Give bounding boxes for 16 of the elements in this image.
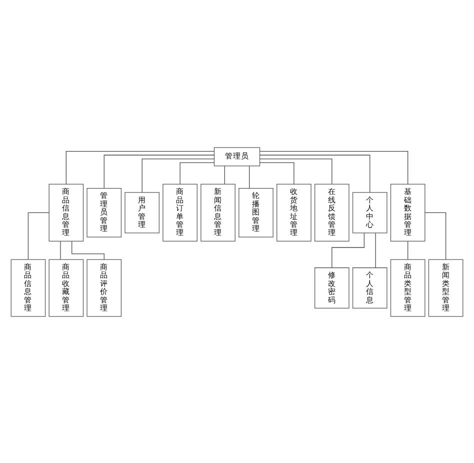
- connector: [249, 165, 250, 188]
- connector: [142, 158, 214, 192]
- connector: [72, 240, 104, 260]
- connector: [104, 154, 214, 188]
- connector: [260, 162, 294, 184]
- connector: [375, 232, 376, 268]
- connector: [424, 212, 446, 260]
- connector: [180, 162, 214, 184]
- connector: [60, 240, 61, 260]
- connector: [332, 232, 364, 268]
- connector: [224, 165, 225, 184]
- connector: [66, 150, 214, 184]
- connector: [260, 154, 370, 192]
- connector: [260, 150, 408, 184]
- connector: [260, 158, 332, 184]
- connector: [28, 212, 50, 260]
